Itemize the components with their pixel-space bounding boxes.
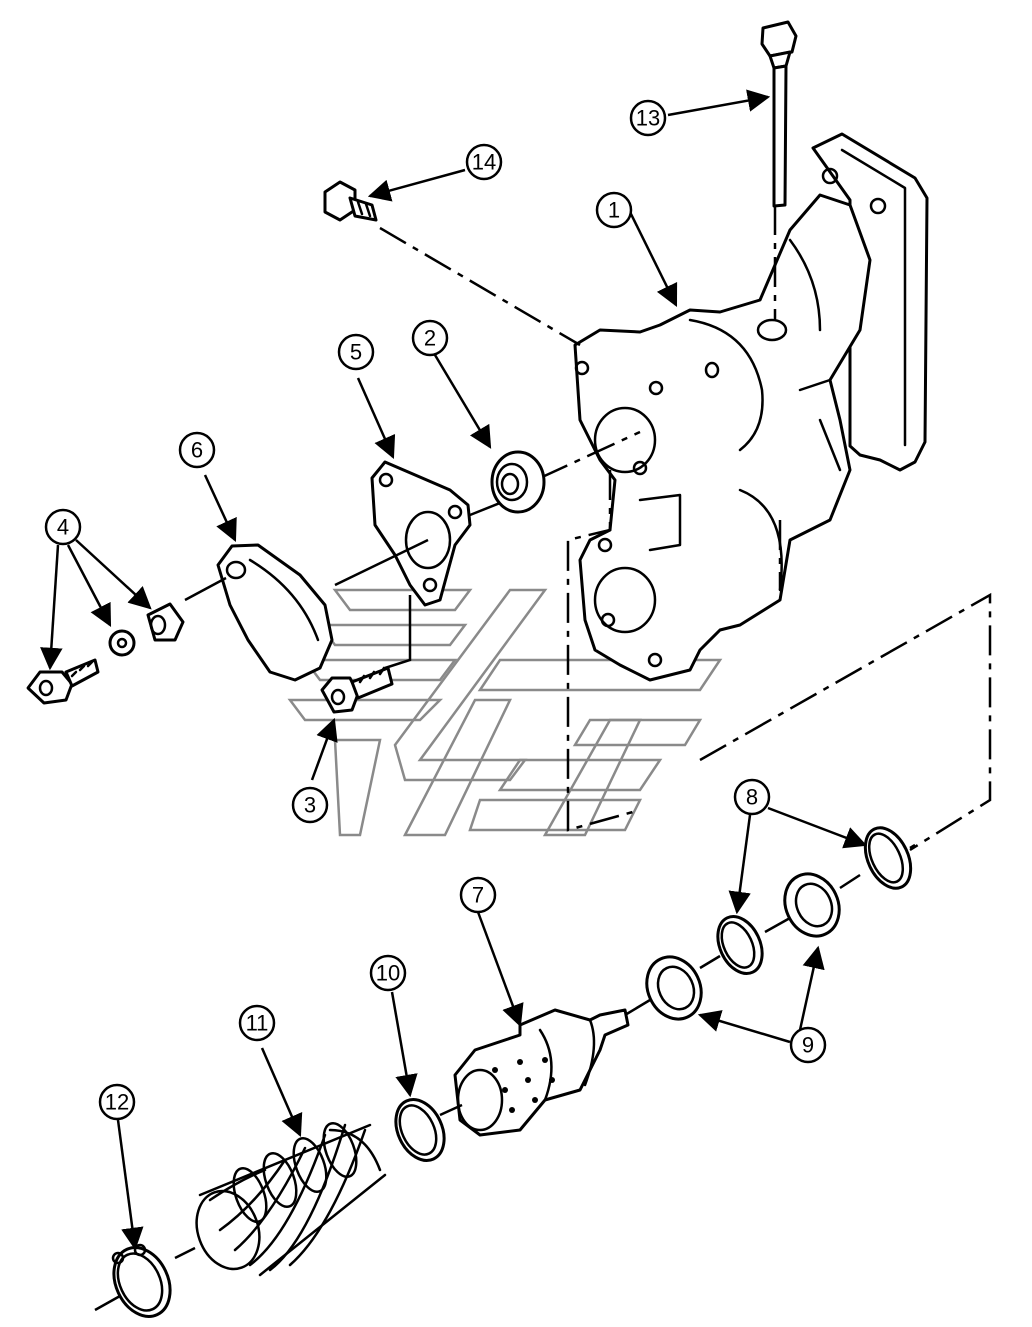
svg-text:8: 8 <box>746 785 758 810</box>
svg-text:3: 3 <box>304 793 316 818</box>
callout-13: 13 <box>629 99 667 137</box>
callout-6: 6 <box>178 431 216 469</box>
part-gasket <box>334 460 521 670</box>
svg-text:13: 13 <box>636 106 660 131</box>
assembly-axis-lines <box>379 205 992 852</box>
part-valve-housing <box>573 132 929 682</box>
callout-1: 1 <box>595 191 633 229</box>
part-spool <box>439 1008 630 1137</box>
part-cover <box>184 543 334 682</box>
callout-9: 9 <box>789 1026 827 1064</box>
part-rings-washers <box>624 826 916 1021</box>
part-circlip <box>94 1243 172 1318</box>
callout-7: 7 <box>459 876 497 914</box>
watermark-logo <box>287 588 723 837</box>
part-hex-bolt <box>323 180 378 222</box>
svg-text:7: 7 <box>472 883 484 908</box>
svg-text:4: 4 <box>57 515 69 540</box>
leader-lines <box>40 89 868 1251</box>
part-bolt-washer-spacer <box>26 602 185 705</box>
part-o-ring <box>394 1098 446 1162</box>
svg-text:9: 9 <box>802 1033 814 1058</box>
callout-14: 14 <box>465 143 503 181</box>
svg-text:6: 6 <box>191 438 203 463</box>
part-long-bolt <box>760 20 798 208</box>
svg-text:1: 1 <box>608 198 620 223</box>
svg-text:10: 10 <box>376 961 400 986</box>
callout-4: 4 <box>44 508 82 546</box>
svg-text:11: 11 <box>246 1011 269 1036</box>
callout-10: 10 <box>369 954 407 992</box>
part-seal <box>490 450 546 514</box>
svg-text:2: 2 <box>424 326 436 351</box>
callout-2: 2 <box>411 319 449 357</box>
svg-text:12: 12 <box>105 1090 129 1115</box>
callout-12: 12 <box>98 1083 136 1121</box>
callout-11: 11 <box>238 1004 276 1042</box>
callout-8: 8 <box>733 778 771 816</box>
svg-text:14: 14 <box>472 150 496 175</box>
part-bolt-short <box>320 666 394 714</box>
svg-text:5: 5 <box>350 340 362 365</box>
callout-5: 5 <box>337 333 375 371</box>
callout-3: 3 <box>291 786 329 824</box>
part-spring <box>174 1122 387 1277</box>
